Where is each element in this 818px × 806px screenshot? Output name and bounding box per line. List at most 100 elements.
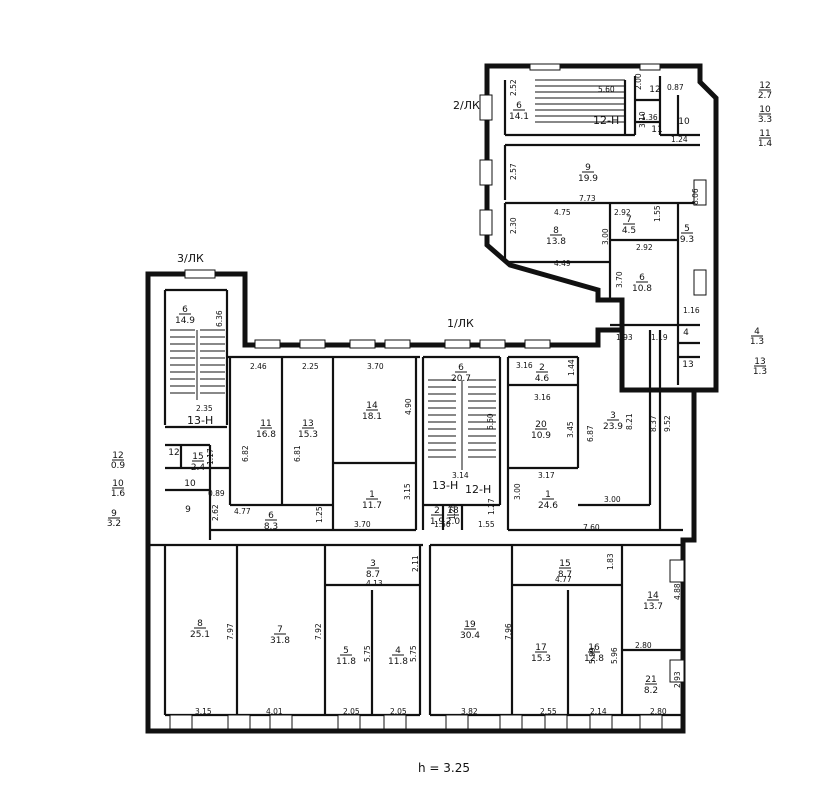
room-area: 18.1	[362, 412, 382, 422]
room-area: 2.0	[446, 517, 461, 527]
inner-walls-main	[148, 288, 683, 717]
dimension-label: 2.05	[390, 707, 407, 716]
legend-number: 10	[759, 105, 771, 115]
room-area: 15.3	[531, 654, 551, 664]
legend-area: 2.7	[758, 91, 772, 101]
dimension-label: 3.15	[195, 707, 212, 716]
dimension-label: 2.80	[635, 641, 652, 650]
room-area: 13.7	[643, 602, 663, 612]
dimension-label: 6.36	[215, 310, 224, 327]
dimension-label: 0.87	[667, 83, 684, 92]
room-label: 813.8	[546, 226, 566, 247]
room-area: 15.3	[298, 430, 318, 440]
room-label: 620.7	[451, 363, 471, 384]
room-area: 8.7	[558, 570, 572, 580]
room-number: 12	[649, 85, 660, 95]
unit-label-12n-top: 12-Н	[593, 114, 619, 127]
dimension-label: 4.77	[234, 507, 251, 516]
room-label: 158.7	[558, 559, 572, 580]
room-number: 15	[192, 452, 203, 462]
dimension-label: 2.05	[343, 707, 360, 716]
dimension-label: 3.00	[601, 228, 610, 245]
room-area: 11.8	[336, 657, 356, 667]
room-number: 4	[395, 646, 401, 656]
legend-number: 12	[759, 81, 770, 91]
dimension-label: 7.97	[226, 623, 235, 640]
legend-number: 4	[754, 327, 760, 337]
legend-number: 13	[754, 357, 765, 367]
room-label: 614.1	[509, 101, 529, 122]
room-label: 21.9	[430, 506, 445, 527]
room-number: 6	[639, 273, 645, 283]
dimension-label: 2.11	[411, 555, 420, 572]
room-number: 21	[645, 675, 656, 685]
dimension-label: 9.52	[663, 415, 672, 432]
room-area: 11.7	[362, 501, 382, 511]
room-number: 3	[610, 411, 616, 421]
room-number: 6	[458, 363, 464, 373]
dimension-label: 1.55	[653, 205, 662, 222]
dimension-label: 3.00	[604, 495, 621, 504]
dimension-label: 7.73	[579, 194, 596, 203]
dimension-label: 4.77	[555, 575, 572, 584]
room-label: 152.4	[191, 452, 206, 473]
dimension-label: 3.16	[534, 393, 551, 402]
room-area: 14.1	[509, 112, 529, 122]
section-label-3lk: 3/ЛК	[177, 252, 204, 265]
room-label: 731.8	[270, 625, 290, 646]
room-number: 13	[682, 360, 693, 370]
room-label: 4	[683, 328, 689, 338]
room-number: 2	[539, 363, 545, 373]
room-number: 14	[366, 401, 378, 411]
room-area: 19.9	[578, 174, 598, 184]
dimension-label: 2.00	[634, 73, 643, 90]
legend-entry: 101.6	[111, 479, 126, 499]
dimension-label: 2.93	[673, 671, 682, 688]
dimension-label: 8.06	[691, 188, 700, 205]
legend-area: 1.4	[758, 139, 773, 149]
room-number: 10	[678, 117, 690, 127]
dimension-label: 6.82	[241, 445, 250, 462]
legend-entry: 103.3	[758, 105, 772, 125]
section-label-1lk: 1/ЛК	[447, 317, 474, 330]
dimension-label: 2.62	[211, 504, 220, 521]
room-label: 411.8	[388, 646, 408, 667]
dimension-label: 5.60	[598, 85, 615, 94]
dimension-label: 3.70	[367, 362, 384, 371]
room-area: 8.3	[264, 522, 278, 532]
room-area: 8.7	[366, 570, 380, 580]
dimension-label: 5.96	[610, 647, 619, 664]
room-number: 5	[343, 646, 349, 656]
legend-number: 12	[112, 451, 123, 461]
room-area: 24.6	[538, 501, 558, 511]
room-number: 12	[168, 448, 179, 458]
dimension-label: 3.70	[615, 271, 624, 288]
room-label: 11	[651, 125, 662, 135]
legend-number: 10	[112, 479, 124, 489]
unit-label-13n-center: 13-Н	[432, 479, 458, 492]
dimension-label: 3.14	[452, 471, 469, 480]
room-label: 59.3	[680, 224, 694, 245]
dimension-label: 1.25	[315, 506, 324, 523]
room-area: 16.8	[256, 430, 276, 440]
dimension-label: 6.87	[586, 425, 595, 442]
room-number: 1	[369, 490, 375, 500]
room-area: 9.3	[680, 235, 694, 245]
room-number: 6	[268, 511, 274, 521]
room-area: 8.2	[644, 686, 658, 696]
room-number: 2	[434, 506, 440, 516]
windows	[169, 63, 707, 730]
dimension-label: 2.52	[509, 79, 518, 96]
room-label: 24.6	[535, 363, 550, 384]
legend-number: 11	[759, 129, 770, 139]
legend-entry: 120.9	[111, 451, 126, 471]
legend-entry: 41.3	[750, 327, 764, 347]
room-area: 20.7	[451, 374, 471, 384]
dimension-label: 5.99	[588, 647, 597, 664]
dimension-label: 2.92	[636, 243, 653, 252]
